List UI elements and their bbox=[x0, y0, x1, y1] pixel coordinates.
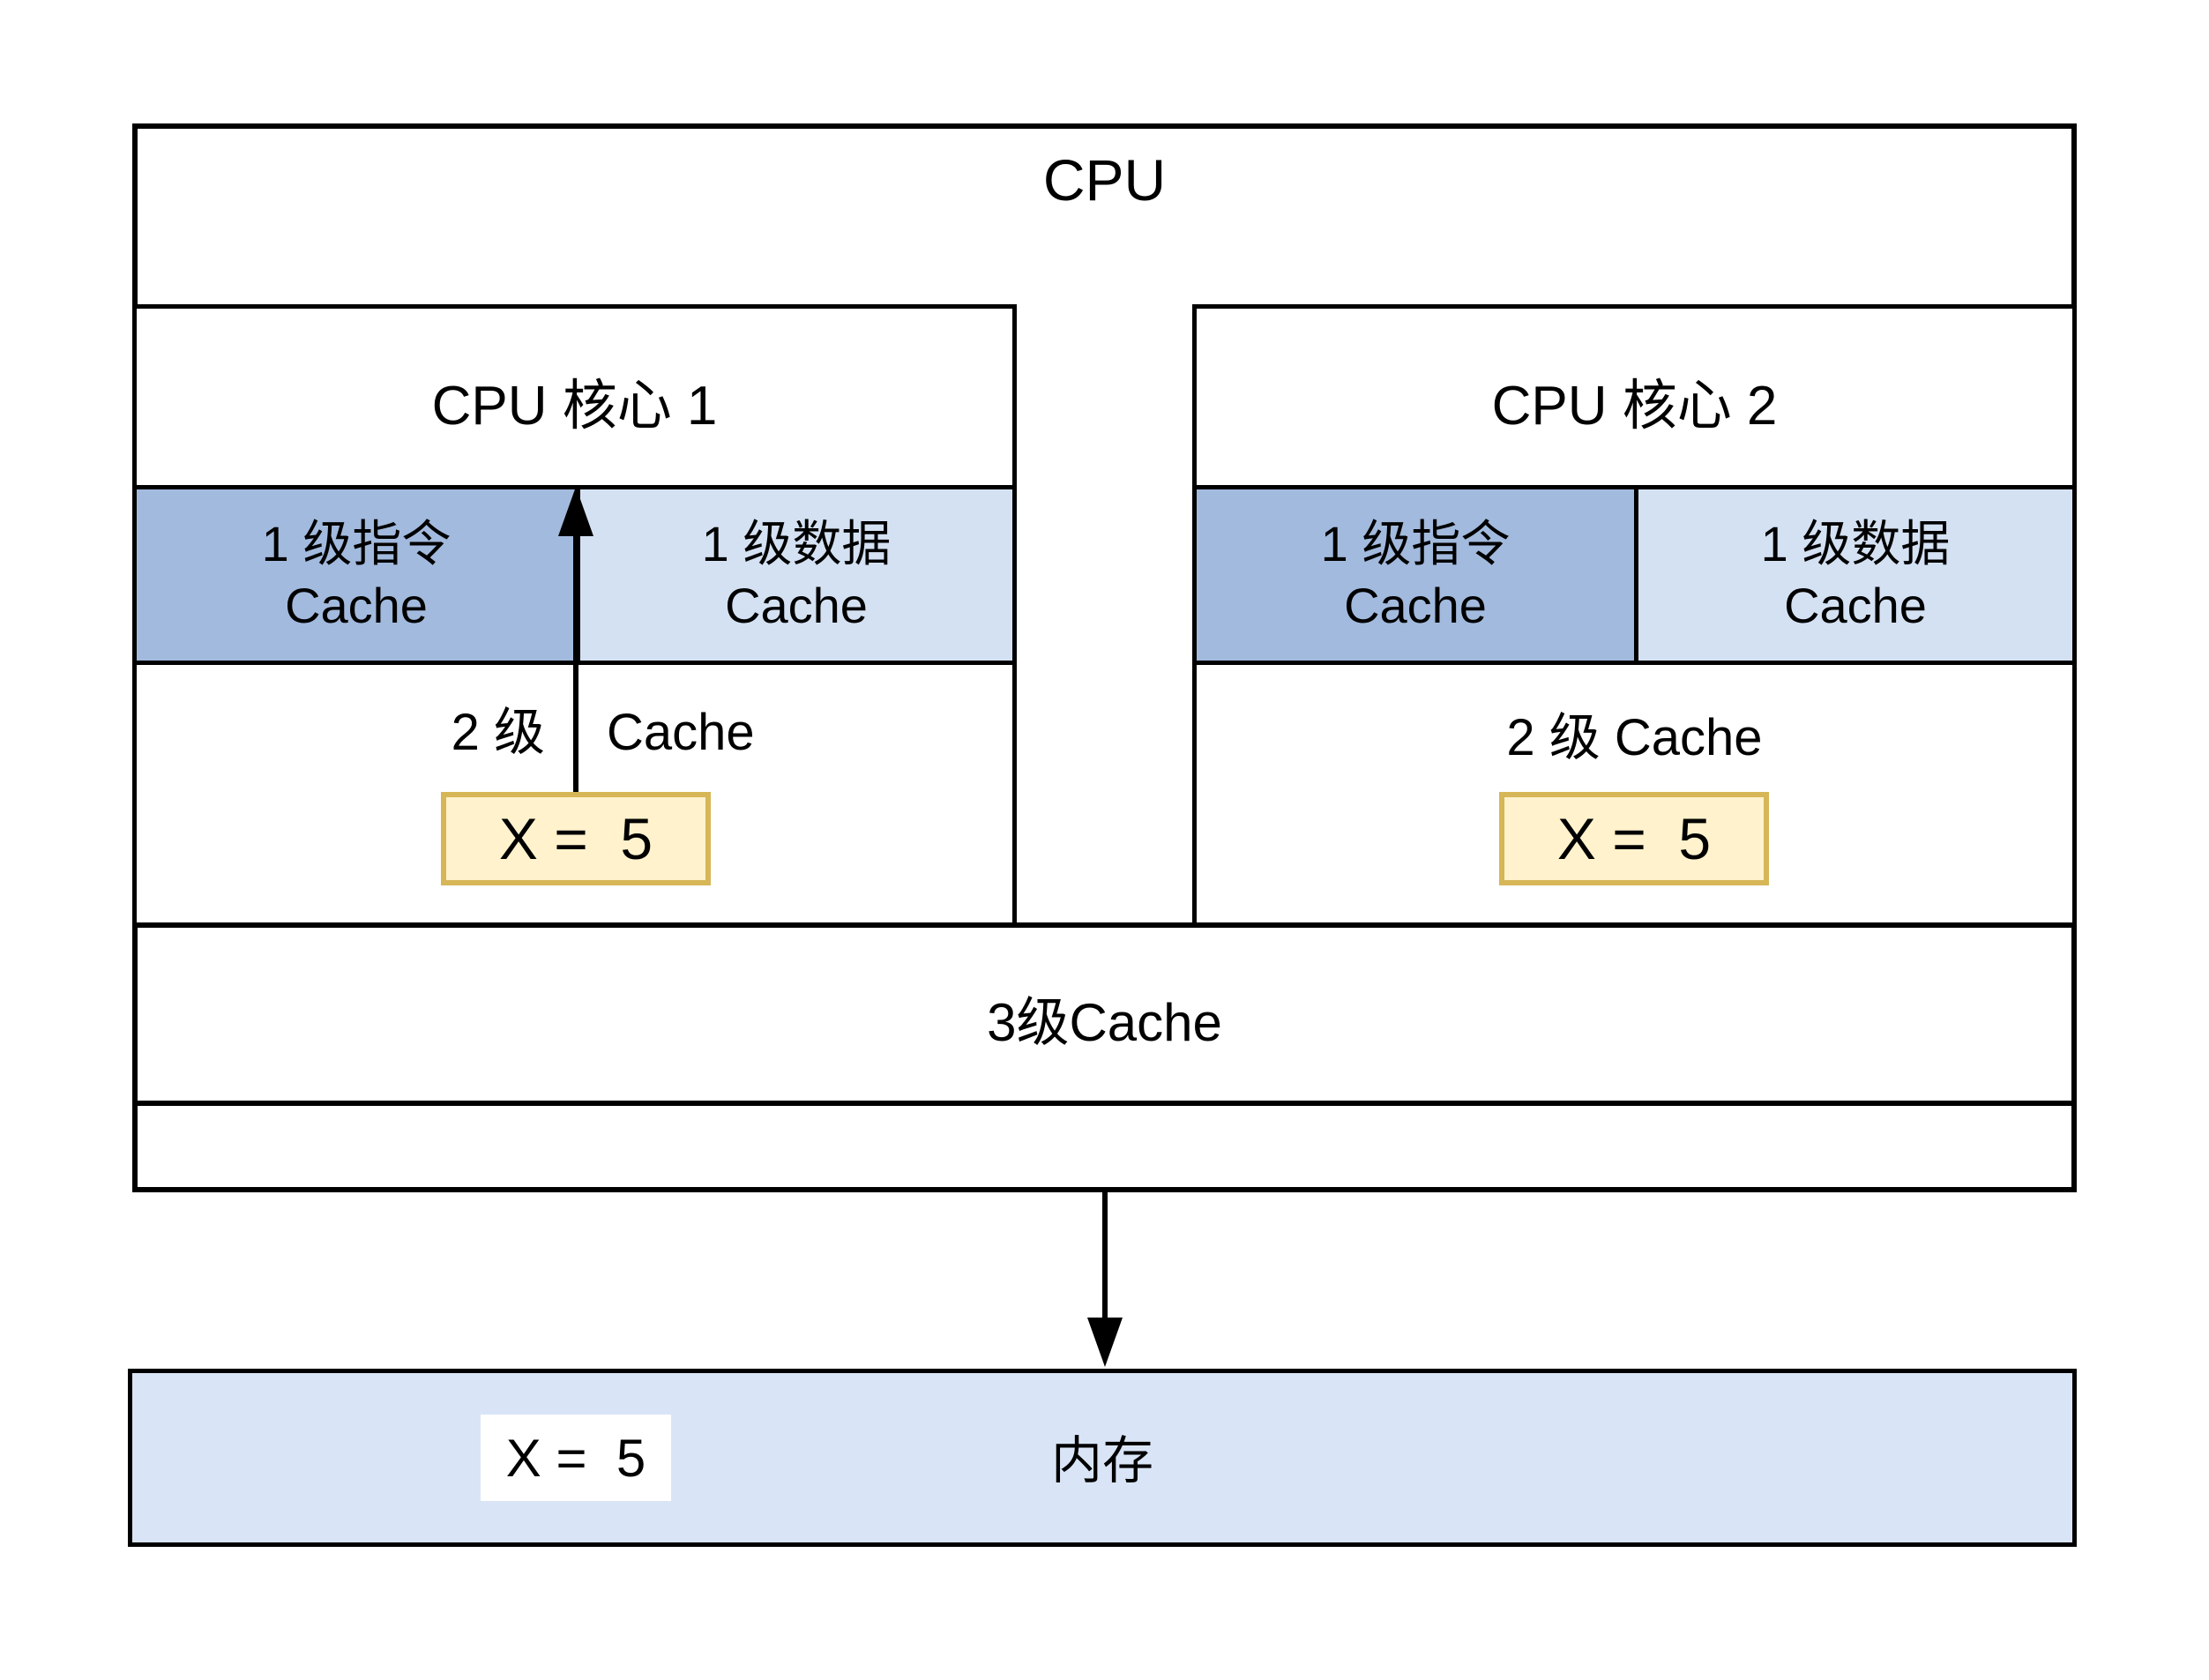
down-arrow-shaft bbox=[1102, 1192, 1108, 1323]
core-2-title: CPU 核心 2 bbox=[1491, 376, 1778, 437]
up-arrow-shaft bbox=[573, 533, 578, 792]
core-2-l1-data-cache: 1 级数据 Cache bbox=[1634, 485, 2072, 665]
core-2-cache-line-value-box: X = 5 bbox=[1499, 792, 1769, 885]
core-1-l1-data-label-line1: 1 级数据 bbox=[701, 516, 892, 571]
core-2-l1-instruction-cache: 1 级指令 Cache bbox=[1197, 485, 1634, 665]
core-1-l1-instruction-cache: 1 级指令 Cache bbox=[137, 485, 576, 665]
core-1-l2-label-left: 2 级 bbox=[451, 704, 545, 761]
memory-label: 内存 bbox=[1050, 1432, 1153, 1490]
core-2-l1-instruction-label-line1: 1 级指令 bbox=[1320, 516, 1511, 571]
core-1-cache-line-value-box: X = 5 bbox=[441, 792, 711, 885]
bus-row-top-line bbox=[132, 1101, 2077, 1106]
core-2-l1-data-label-line1: 1 级数据 bbox=[1760, 516, 1951, 571]
up-arrow-head-icon bbox=[558, 487, 593, 536]
core-1-l1-instruction-label-line1: 1 级指令 bbox=[261, 516, 452, 571]
core-1-l1-data-label-line2: Cache bbox=[725, 578, 868, 633]
down-arrow-head-icon bbox=[1087, 1318, 1123, 1367]
core-1-l1-data-cache: 1 级数据 Cache bbox=[576, 485, 1012, 665]
core-1-l2-label-right: Cache bbox=[607, 704, 755, 761]
core-2-l1-data-label-line2: Cache bbox=[1784, 578, 1927, 633]
core-1-title: CPU 核心 1 bbox=[431, 376, 718, 437]
memory-value: X = 5 bbox=[481, 1415, 671, 1501]
l3-row-top-line bbox=[132, 922, 2077, 928]
memory-box bbox=[128, 1369, 2077, 1547]
l3-cache-label: 3级Cache bbox=[987, 992, 1222, 1052]
core-2-l1-instruction-label-line2: Cache bbox=[1344, 578, 1487, 633]
core-1-l1-instruction-label-line2: Cache bbox=[285, 578, 428, 633]
cpu-title: CPU bbox=[1042, 147, 1167, 213]
core-2-l2-label: 2 级 Cache bbox=[1506, 709, 1763, 766]
